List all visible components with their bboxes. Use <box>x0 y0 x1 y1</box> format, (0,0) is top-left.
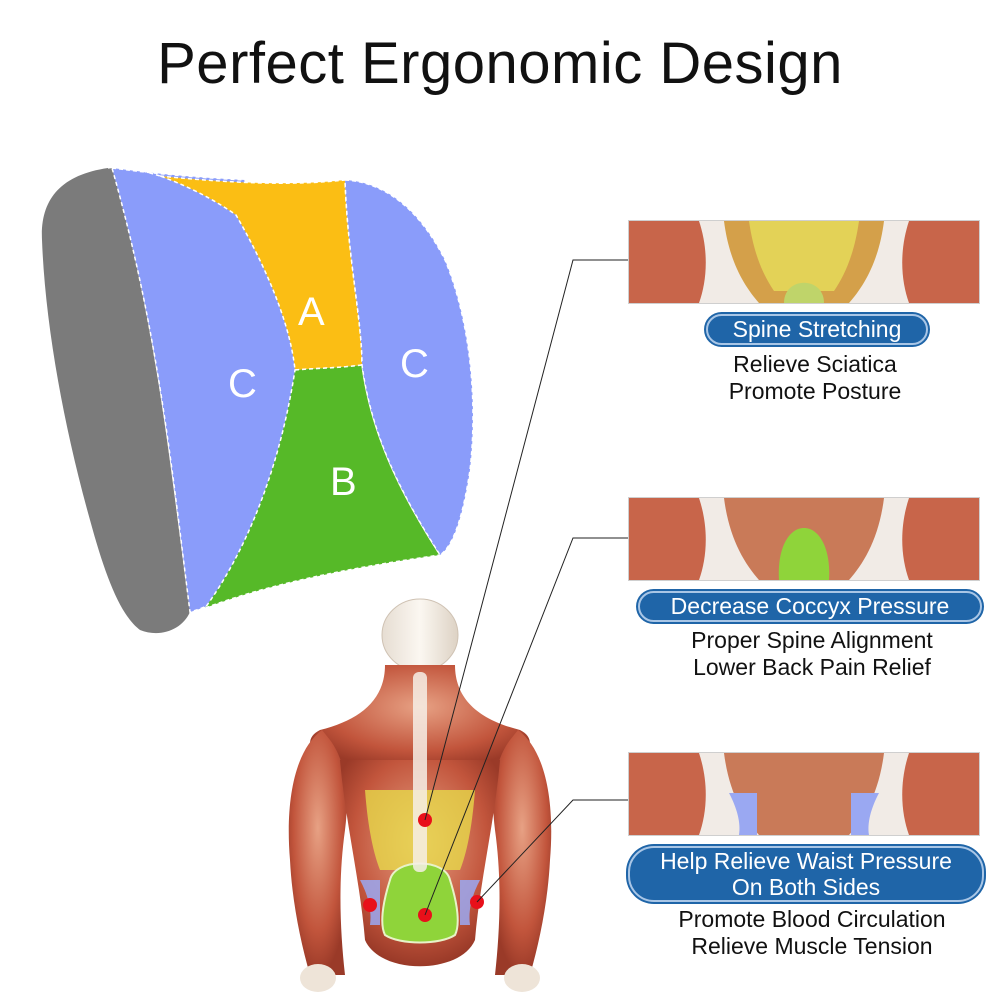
benefit-2-line-1: Proper Spine Alignment <box>691 627 933 653</box>
cushion-zone-c-right <box>344 179 474 557</box>
cushion-zone-b <box>202 364 442 610</box>
zone-label-c-left: C <box>228 362 257 406</box>
benefit-2-heading: Decrease Coccyx Pressure <box>638 591 982 622</box>
zone-label-b: B <box>330 460 357 504</box>
benefit-3-heading: Help Relieve Waist Pressure On Both Side… <box>628 846 984 902</box>
cushion-side <box>41 168 190 634</box>
benefit-3-line-2: Relieve Muscle Tension <box>691 933 933 959</box>
benefit-2-photo <box>628 497 980 581</box>
marker-waist-left <box>363 898 377 912</box>
zone-label-c-right: C <box>400 342 429 386</box>
benefit-3-heading-line-2: On Both Sides <box>731 874 881 900</box>
benefit-2-line-2: Lower Back Pain Relief <box>693 654 931 680</box>
page-title: Perfect Ergonomic Design <box>157 31 843 96</box>
callout-lines <box>424 259 628 916</box>
benefit-1-photo <box>628 220 980 304</box>
zone-label-a: A <box>298 290 325 334</box>
benefit-3-photo <box>628 752 980 836</box>
back-anatomy-figure <box>288 598 552 992</box>
benefit-1-line-1: Relieve Sciatica <box>733 351 897 377</box>
benefit-3-line-1: Promote Blood Circulation <box>678 906 946 932</box>
benefit-1-heading: Spine Stretching <box>706 314 928 345</box>
benefit-1-line-2: Promote Posture <box>728 378 902 404</box>
lumbar-cushion: A B C C <box>41 166 474 634</box>
benefit-3-heading-line-1: Help Relieve Waist Pressure <box>660 848 952 874</box>
